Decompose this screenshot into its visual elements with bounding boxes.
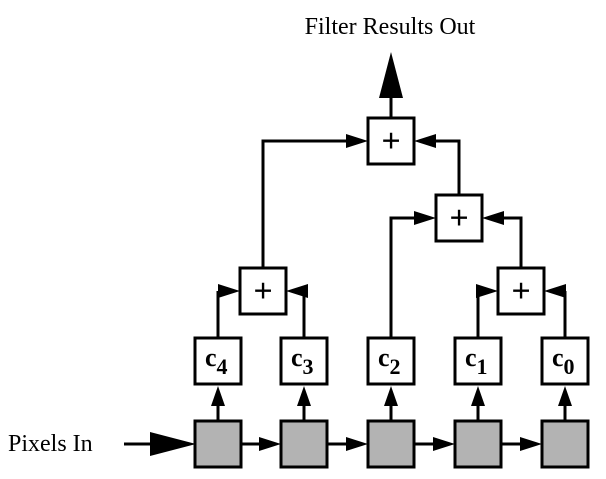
output-arrow (379, 52, 403, 117)
adder-input-wire (482, 211, 523, 268)
output-label: Filter Results Out (305, 14, 476, 40)
coefficient-label: c3 (291, 343, 314, 379)
adder-tree-wires (216, 134, 567, 338)
tap-arrow (384, 386, 398, 421)
shift-arrow (241, 437, 281, 451)
shift-arrow (414, 437, 455, 451)
coefficient-row: c4 c3 c2 c1 c0 (193, 336, 590, 386)
coefficient-label: c4 (205, 343, 228, 379)
adder-input-wire (544, 284, 567, 338)
delay-register (366, 419, 416, 469)
coefficient-multiplier: c4 (193, 336, 243, 386)
delay-register (279, 419, 329, 469)
plus-icon: + (449, 200, 468, 237)
delay-register (193, 419, 243, 469)
tap-arrow (211, 386, 225, 421)
tap-arrow (558, 386, 572, 421)
shift-arrow (327, 437, 368, 451)
tap-arrow (297, 386, 311, 421)
input-arrow (124, 432, 196, 456)
adder-input-wire (261, 134, 368, 268)
coefficient-label: c1 (465, 343, 488, 379)
coefficient-label: c0 (552, 343, 575, 379)
coefficient-multiplier: c0 (540, 336, 590, 386)
adder-input-wire (414, 134, 461, 195)
coefficient-multiplier: c2 (366, 336, 416, 386)
adder-c1-c0: + (496, 266, 546, 316)
adder-input-wire (216, 284, 240, 338)
adder-input-wire (389, 211, 436, 338)
coefficient-label: c2 (378, 343, 401, 379)
adder-c2-sum10: + (434, 193, 484, 243)
adder-tree: + + + + (238, 116, 546, 316)
adder-final: + (366, 116, 416, 166)
plus-icon: + (381, 123, 400, 160)
coefficient-multiplier: c3 (279, 336, 329, 386)
delay-register (540, 419, 590, 469)
adder-c4-c3: + (238, 266, 288, 316)
adder-input-wire (476, 284, 498, 338)
plus-icon: + (511, 273, 530, 310)
adder-input-wire (286, 284, 308, 338)
coefficient-multiplier: c1 (453, 336, 503, 386)
tap-arrow (471, 386, 485, 421)
input-label: Pixels In (8, 431, 93, 457)
shift-arrow (501, 437, 542, 451)
delay-chain (193, 386, 590, 469)
delay-register (453, 419, 503, 469)
plus-icon: + (253, 273, 272, 310)
